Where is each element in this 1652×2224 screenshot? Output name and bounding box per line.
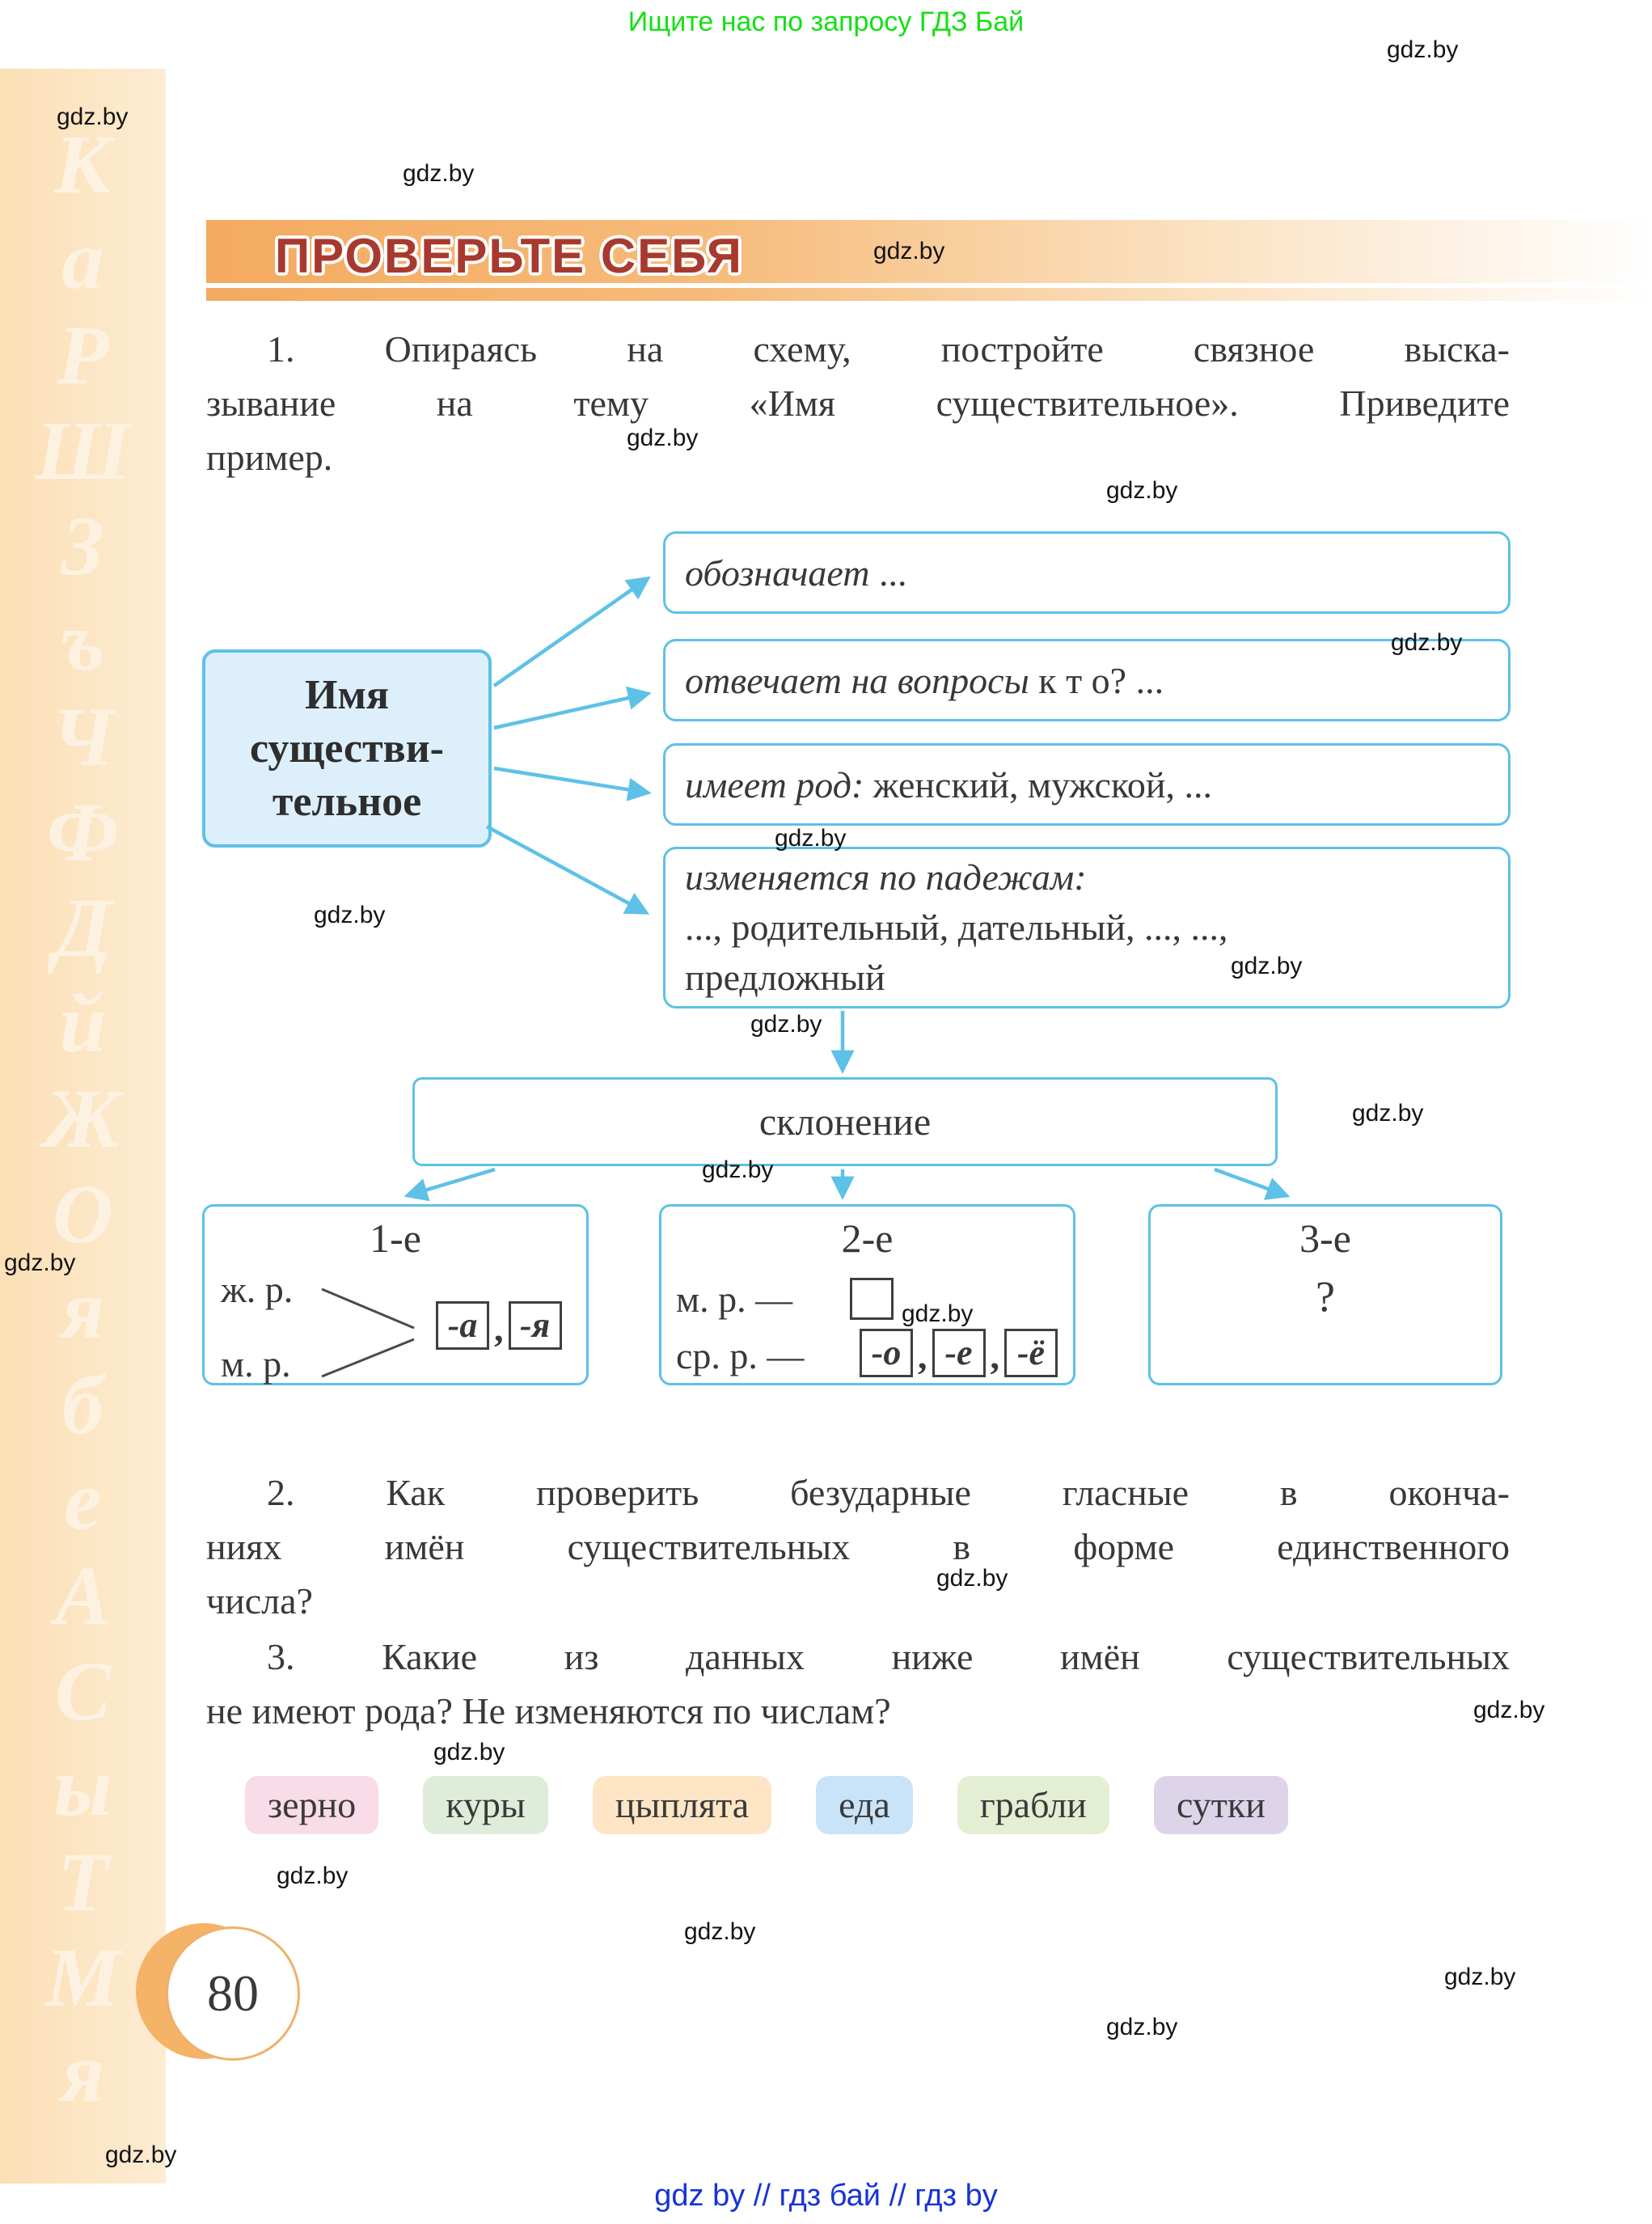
gdz-watermark: gdz.by bbox=[750, 1011, 822, 1038]
branch-box-questions: отвечает на вопросы к т о? ... bbox=[663, 639, 1510, 721]
branch-italic: отвечает на вопросы bbox=[685, 659, 1029, 701]
branch-rest: к т о? ... bbox=[1038, 659, 1164, 701]
gdz-watermark: gdz.by bbox=[775, 825, 847, 852]
declension-2-title: 2-е bbox=[841, 1216, 894, 1261]
declension-2-box: 2-е м. р. — ср. р. — -о,-е,-ё bbox=[659, 1204, 1075, 1385]
ending-box: -о bbox=[860, 1329, 913, 1378]
gdz-watermark: gdz.by bbox=[1106, 2014, 1178, 2040]
section-title: ПРОВЕРЬТЕ СЕБЯ bbox=[275, 229, 743, 283]
word-chip: зерно bbox=[245, 1776, 379, 1834]
footer-links: gdz by // гдз бай // гдз by bbox=[654, 2179, 998, 2213]
diagram-root-box: Имя существи- тельное bbox=[202, 649, 492, 848]
gdz-watermark: gdz.by bbox=[1231, 953, 1303, 979]
sidebar-alphabet-letters: К а Р Ш З ъ Ч Ф Д й Ж О я б е А С ы Т М … bbox=[35, 118, 131, 2120]
ending-box: -ё bbox=[1004, 1329, 1058, 1378]
question-mark: ? bbox=[1316, 1272, 1335, 1321]
gdz-watermark: gdz.by bbox=[873, 238, 945, 264]
gdz-watermark: gdz.by bbox=[1387, 36, 1459, 63]
word-chip: еда bbox=[816, 1776, 913, 1834]
band-underline bbox=[206, 283, 1652, 288]
task-3: 3. Какие из данных ниже имён существител… bbox=[206, 1630, 1510, 1738]
task-1-line: 1. Опираясь на схему, постройте связное … bbox=[267, 328, 1510, 370]
word-chip-row: зерно куры цыплята еда грабли сутки bbox=[245, 1776, 1288, 1834]
gdz-watermark: gdz.by bbox=[627, 425, 699, 451]
gender-row: м. р. bbox=[221, 1343, 291, 1385]
gdz-watermark: gdz.by bbox=[1444, 1964, 1516, 1990]
endings-row: -а,-я bbox=[436, 1300, 562, 1351]
declension-1-box: 1-е ж. р. м. р. -а,-я bbox=[202, 1204, 589, 1385]
branch-box-cases: изменяется по падежам: ..., родительный,… bbox=[663, 847, 1510, 1008]
gdz-watermark: gdz.by bbox=[277, 1862, 349, 1889]
task-2-line: ниях имён существительных в форме единст… bbox=[206, 1526, 1510, 1567]
page-number: 80 bbox=[207, 1964, 259, 2022]
gender-row: ср. р. — bbox=[676, 1335, 805, 1376]
branch-italic: имеет род: bbox=[685, 763, 864, 805]
ending-box: -а bbox=[436, 1301, 489, 1351]
branch-box-denotes: обозначает ... bbox=[663, 531, 1510, 614]
branch-rest-line: предложный bbox=[685, 957, 885, 998]
branch-italic: изменяется по падежам: bbox=[685, 856, 1087, 898]
gdz-watermark: gdz.by bbox=[403, 160, 475, 187]
root-line: Имя bbox=[305, 671, 389, 718]
gdz-watermark: gdz.by bbox=[936, 1565, 1008, 1592]
gdz-watermark: gdz.by bbox=[57, 104, 129, 130]
word-chip: цыплята bbox=[592, 1776, 772, 1834]
task-1-line: зывание на тему «Имя существительное». П… bbox=[206, 383, 1510, 424]
gdz-watermark: gdz.by bbox=[105, 2142, 177, 2168]
word-chip: сутки bbox=[1153, 1776, 1288, 1834]
word-chip: куры bbox=[423, 1776, 548, 1834]
word-chip: грабли bbox=[957, 1776, 1109, 1834]
declension-box: склонение bbox=[412, 1077, 1278, 1166]
decorative-sidebar: К а Р Ш З ъ Ч Ф Д й Ж О я б е А С ы Т М … bbox=[0, 69, 166, 2184]
branch-box-gender: имеет род: женский, мужской, ... bbox=[663, 743, 1510, 826]
gdz-watermark: gdz.by bbox=[1352, 1100, 1424, 1127]
root-line: существи- bbox=[250, 725, 444, 772]
task-2-line: числа? bbox=[206, 1580, 313, 1621]
gdz-watermark: gdz.by bbox=[4, 1249, 76, 1276]
branch-rest-line: ..., родительный, дательный, ..., ..., bbox=[685, 907, 1228, 948]
branch-rest: ... bbox=[878, 552, 907, 594]
empty-ending-square bbox=[850, 1278, 894, 1320]
gdz-watermark: gdz.by bbox=[433, 1739, 505, 1765]
section-header-band: ПРОВЕРЬТЕ СЕБЯ bbox=[206, 220, 1652, 301]
task-3-line: 3. Какие из данных ниже имён существител… bbox=[267, 1636, 1510, 1677]
endings-row: -о,-е,-ё bbox=[860, 1328, 1058, 1378]
ending-separator: , bbox=[918, 1335, 927, 1377]
branch-rest: женский, мужской, ... bbox=[872, 763, 1213, 805]
promo-banner-text: Ищите нас по запросу ГДЗ Бай bbox=[627, 6, 1025, 37]
page-number-badge: 80 bbox=[166, 1926, 300, 2061]
gdz-watermark: gdz.by bbox=[314, 902, 386, 928]
task-2-line: 2. Как проверить безударные гласные в ок… bbox=[267, 1472, 1510, 1513]
declension-3-title: 3-е bbox=[1299, 1216, 1351, 1261]
root-line: тельное bbox=[272, 778, 422, 825]
task-1-line: пример. bbox=[206, 437, 333, 478]
ending-box: -е bbox=[932, 1329, 986, 1378]
gdz-watermark: gdz.by bbox=[1473, 1697, 1545, 1723]
task-1: 1. Опираясь на схему, постройте связное … bbox=[206, 322, 1510, 484]
gender-row: м. р. — bbox=[676, 1279, 793, 1320]
ending-separator: , bbox=[494, 1308, 504, 1350]
gender-row: ж. р. bbox=[221, 1269, 294, 1310]
declension-3-box: 3-е ? bbox=[1148, 1204, 1502, 1385]
gdz-watermark: gdz.by bbox=[684, 1918, 756, 1945]
task-3-line: не имеют рода? Не изменяются по числам? bbox=[206, 1690, 891, 1731]
gdz-watermark: gdz.by bbox=[902, 1300, 974, 1327]
gdz-watermark: gdz.by bbox=[1106, 477, 1178, 504]
branch-italic: обозначает bbox=[685, 552, 870, 594]
gdz-watermark: gdz.by bbox=[702, 1156, 774, 1183]
declension-1-title: 1-е bbox=[370, 1216, 421, 1261]
ending-separator: , bbox=[990, 1335, 1000, 1377]
ending-box: -я bbox=[508, 1301, 562, 1351]
gdz-watermark: gdz.by bbox=[1391, 629, 1463, 656]
task-2: 2. Как проверить безударные гласные в ок… bbox=[206, 1465, 1510, 1628]
